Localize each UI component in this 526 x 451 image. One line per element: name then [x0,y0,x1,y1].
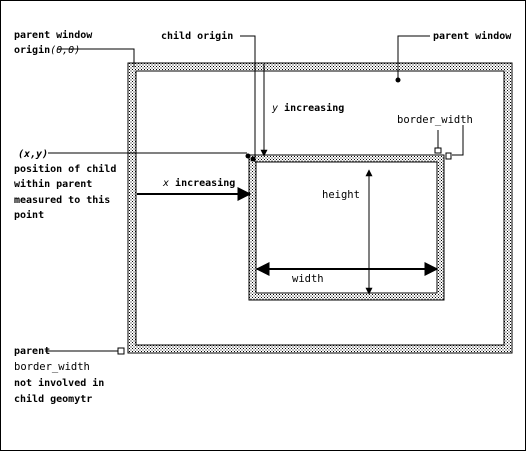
xy-point [245,153,251,159]
parent-window-dot [395,77,401,83]
parent-border-note-2: border_width [14,361,90,373]
x-increasing-label: x increasing [162,177,235,189]
parent-border-note-4: child geomytr [14,393,92,405]
origin-leader [57,48,135,67]
parent-border-note-1: parent [14,346,50,357]
parent-window-label: parent window [433,30,512,42]
position-label-4: point [14,209,44,221]
parent-window-origin-label-2: origin(0,0) [14,44,80,56]
parent-border-note-3: not involved in [14,377,104,389]
width-label: width [292,273,324,285]
height-label: height [322,189,360,201]
position-label-1: position of child [14,163,116,175]
parent-window-leader [397,35,430,80]
border-width-leader [452,125,464,156]
y-increasing-label: y increasing [271,102,344,114]
child-window-interior [255,161,438,294]
border-width-bracket-right [445,152,452,160]
parent-border-bracket [117,347,125,355]
parent-window-origin-label-1: parent window [14,29,93,41]
position-label-2: within parent [14,178,92,190]
border-width-bracket-top [434,147,442,154]
position-label-3: measured to this [14,194,110,206]
child-origin-leader [240,35,256,162]
border-width-label: border_width [397,114,473,126]
child-origin-label: child origin [161,30,233,42]
child-origin-dot [250,156,256,162]
child-window [248,154,445,301]
xy-label: (x,y) [18,149,48,160]
